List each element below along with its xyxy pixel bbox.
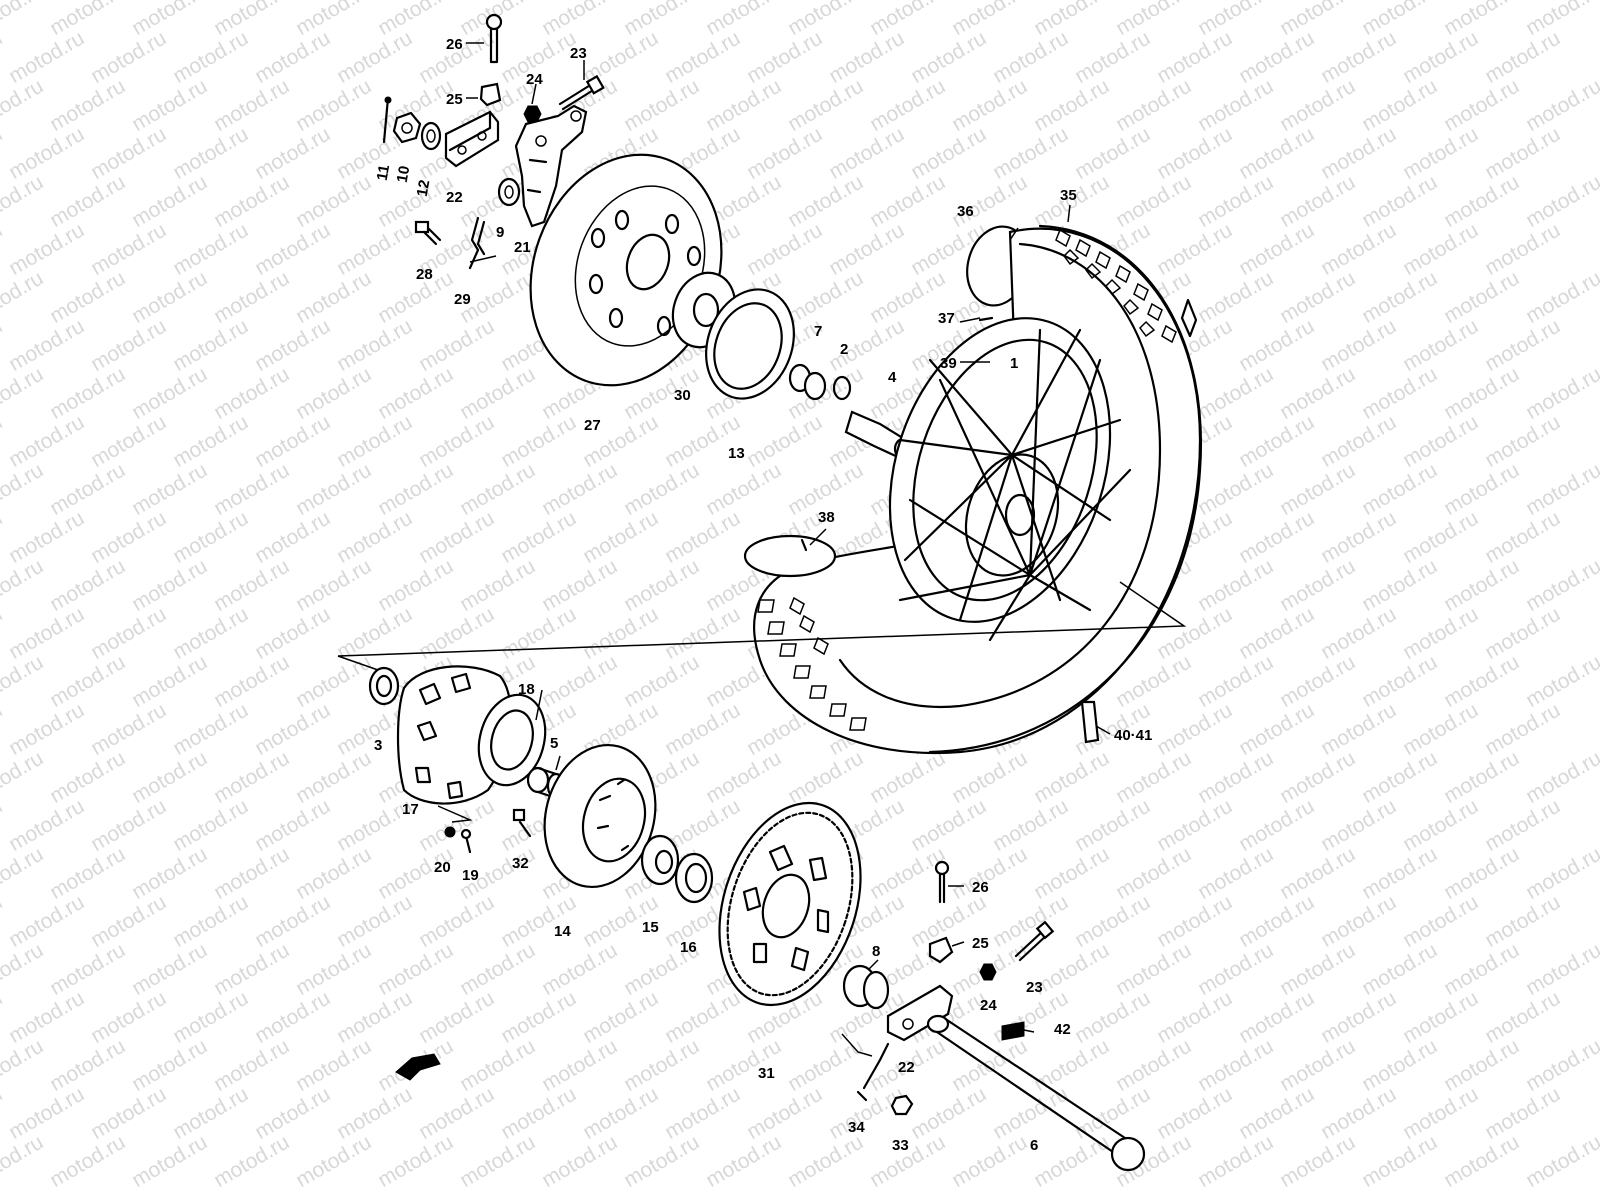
label-1: 1 <box>1010 355 1018 372</box>
label-11: 11 <box>374 163 393 182</box>
label-27: 27 <box>584 417 601 434</box>
seal-16 <box>674 852 714 904</box>
leader-lines <box>466 42 1111 1033</box>
bushing-25-bottom <box>928 936 954 964</box>
label-24-bottom: 24 <box>980 997 997 1014</box>
caliper-bushing-25-top <box>479 82 502 107</box>
nut-33 <box>890 1094 914 1116</box>
label-36: 36 <box>957 203 974 220</box>
label-38: 38 <box>818 509 835 526</box>
label-20: 20 <box>434 859 451 876</box>
label-7: 7 <box>814 323 822 340</box>
label-4: 4 <box>888 369 897 386</box>
clip-29 <box>468 216 486 270</box>
label-35: 35 <box>1060 187 1077 204</box>
label-12: 12 <box>414 179 434 198</box>
bearing-18 <box>477 693 547 787</box>
label-39: 39 <box>940 355 957 372</box>
sprocket-drum-14 <box>543 743 657 889</box>
label-22-bottom: 22 <box>898 1059 915 1076</box>
label-26-top: 26 <box>446 36 463 53</box>
caliper-bolt-26-top <box>485 13 503 64</box>
label-25-top: 25 <box>446 91 463 108</box>
label-28: 28 <box>416 266 433 283</box>
o-ring-2 <box>832 375 852 401</box>
label-5: 5 <box>550 735 558 752</box>
leader-29 <box>469 255 497 263</box>
dust-seal-13 <box>705 288 795 400</box>
spacer-7 <box>788 363 827 401</box>
chain-adjuster-22-top <box>444 110 500 168</box>
valve-38 <box>743 534 837 578</box>
tire-tread-pattern <box>1055 228 1177 344</box>
label-21: 21 <box>514 239 531 256</box>
part-labels: 26 23 24 25 11 10 12 22 9 21 28 29 27 30… <box>374 36 1153 1154</box>
label-23-top: 23 <box>570 45 587 62</box>
label-25-bottom: 25 <box>972 935 989 952</box>
label-22-top: 22 <box>446 189 463 206</box>
screw-20-19 <box>444 826 472 854</box>
nut-10 <box>392 111 422 144</box>
balance-weight-40-41 <box>1080 700 1100 744</box>
label-42: 42 <box>1054 1021 1071 1038</box>
rear-wheel-assembly-1 <box>753 224 1203 755</box>
bolt-23-top <box>558 74 605 111</box>
leader-34 <box>841 1033 873 1057</box>
assembly-line <box>337 581 1187 657</box>
clip-34 <box>856 1042 890 1102</box>
front-direction-arrow-icon <box>395 1053 441 1081</box>
assembly-line-left <box>337 655 379 671</box>
label-2: 2 <box>840 341 848 358</box>
label-40-41: 40·41 <box>1114 727 1152 744</box>
label-24-top: 24 <box>526 71 543 88</box>
label-16: 16 <box>680 939 697 956</box>
label-6: 6 <box>1030 1137 1038 1154</box>
bolt-32 <box>512 808 532 838</box>
tire-tread-lower <box>757 596 867 731</box>
plate-42 <box>1001 1021 1025 1041</box>
nut-24-bottom <box>979 963 997 981</box>
label-33: 33 <box>892 1137 909 1154</box>
label-8: 8 <box>872 943 880 960</box>
pin-11 <box>382 96 392 144</box>
caliper-bracket-21 <box>514 104 588 228</box>
seal-3 <box>368 666 400 706</box>
leader-20-19 <box>437 805 473 823</box>
label-26-bottom: 26 <box>972 879 989 896</box>
bolt-28 <box>414 220 442 246</box>
washer-12 <box>420 121 442 151</box>
label-19: 19 <box>462 867 479 884</box>
label-9: 9 <box>496 224 504 241</box>
spacer-9 <box>497 177 521 207</box>
label-32: 32 <box>512 855 529 872</box>
bearing-15 <box>640 834 680 886</box>
nut-24-top <box>523 105 542 123</box>
label-30: 30 <box>674 387 691 404</box>
chain-adjuster-22-bottom <box>886 984 954 1042</box>
spacer-8 <box>842 964 890 1010</box>
label-15: 15 <box>642 919 659 936</box>
label-17: 17 <box>402 801 419 818</box>
label-31: 31 <box>758 1065 775 1082</box>
bolt-26-bottom <box>934 860 950 904</box>
label-10: 10 <box>394 165 414 184</box>
label-3: 3 <box>374 737 382 754</box>
label-13: 13 <box>728 445 745 462</box>
label-37: 37 <box>938 310 955 327</box>
axle-6 <box>926 1014 1146 1172</box>
label-29: 29 <box>454 291 471 308</box>
label-34: 34 <box>848 1119 865 1136</box>
bolt-23-bottom <box>1014 920 1055 962</box>
sprocket-31 <box>718 801 862 1007</box>
label-23-bottom: 23 <box>1026 979 1043 996</box>
label-14: 14 <box>554 923 571 940</box>
label-18: 18 <box>518 681 535 698</box>
